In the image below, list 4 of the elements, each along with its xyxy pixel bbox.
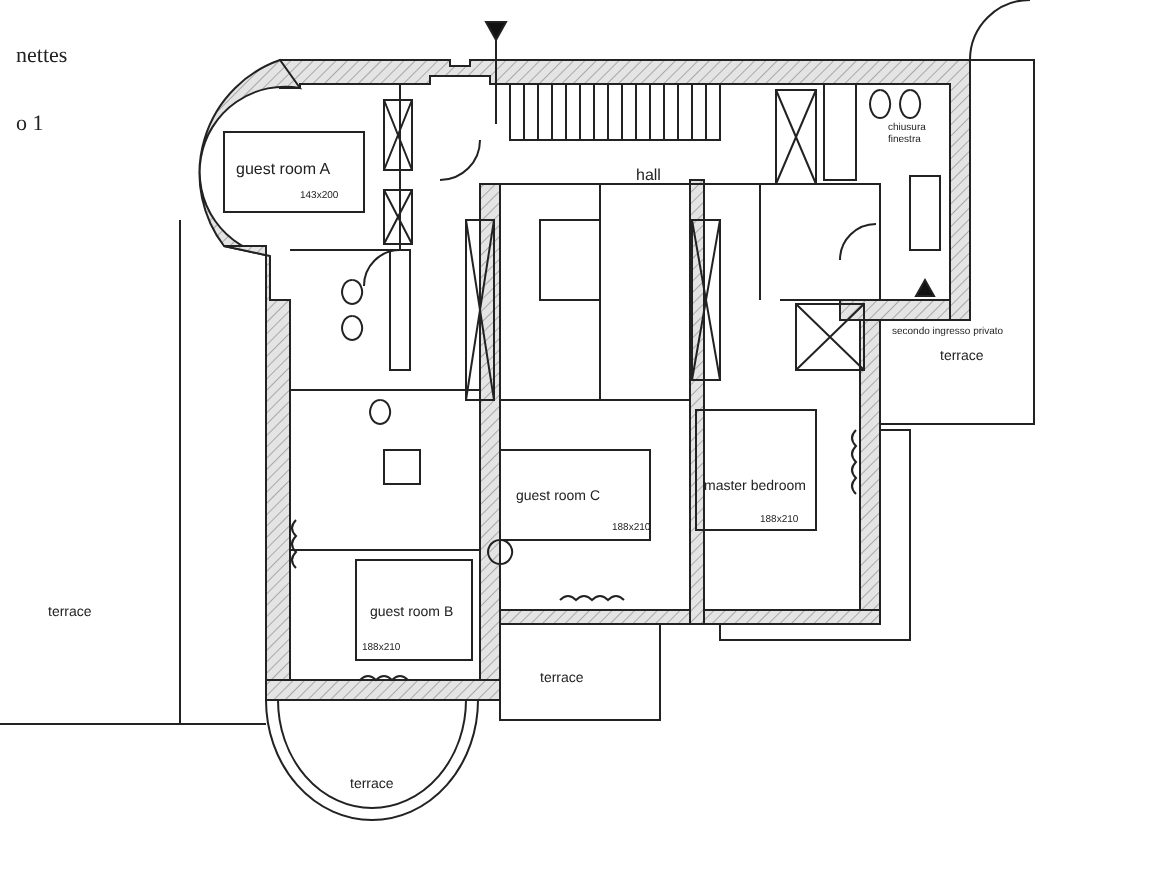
room-label: guest room A bbox=[236, 162, 331, 180]
heading-text: o 1 bbox=[16, 112, 44, 137]
heading-text: nettes bbox=[16, 44, 68, 69]
room-label: hall bbox=[636, 168, 661, 186]
